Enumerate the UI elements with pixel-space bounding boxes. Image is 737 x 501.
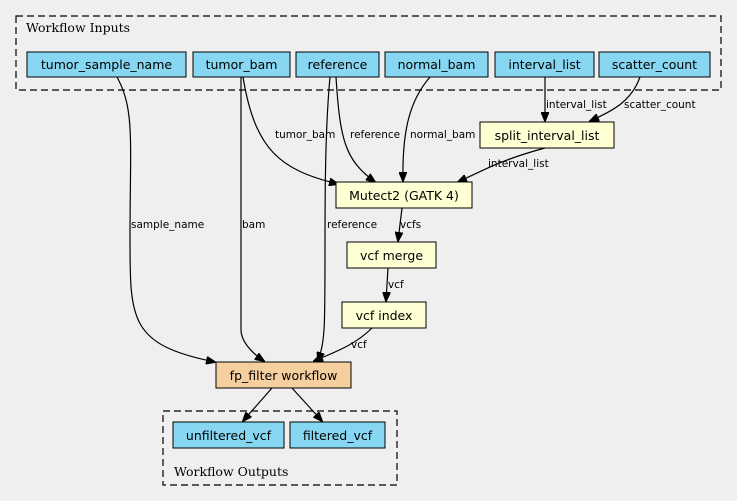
edge-label-vcfs: vcfs	[400, 219, 421, 231]
edge-labels: interval_list scatter_count tumor_bam re…	[131, 99, 696, 351]
node-scatter-count[interactable]: scatter_count	[598, 51, 711, 78]
workflow-outputs-label: Workflow Outputs	[174, 464, 288, 479]
workflow-inputs-cluster: Workflow Inputs	[15, 15, 722, 91]
node-vcf-merge-label: vcf merge	[360, 248, 423, 263]
edge-vcfindex-to-fpfilter	[314, 327, 373, 361]
edge-label-reference-mutect: reference	[350, 129, 400, 141]
edge-vcfmerge-to-vcfindex	[386, 267, 388, 301]
node-unfiltered-vcf-label: unfiltered_vcf	[186, 428, 272, 443]
edge-scatter-count-to-split	[590, 76, 641, 121]
node-vcf-merge[interactable]: vcf merge	[346, 241, 437, 269]
node-split-interval-list-box	[479, 121, 615, 149]
edge-fpfilter-to-filtered	[291, 387, 322, 421]
edge-label-vcf-merge-out: vcf	[388, 279, 404, 291]
edge-mutect2-to-vcfmerge	[398, 207, 402, 241]
edge-label-interval-list-in: interval_list	[546, 99, 607, 111]
node-scatter-count-label: scatter_count	[612, 57, 697, 72]
node-tumor-bam[interactable]: tumor_bam	[192, 51, 291, 78]
edge-label-normal-bam: normal_bam	[410, 129, 475, 141]
edge-sample-name-to-fpfilter	[116, 76, 215, 362]
node-interval-list-label: interval_list	[508, 57, 580, 72]
node-normal-bam[interactable]: normal_bam	[384, 51, 489, 78]
node-vcf-index[interactable]: vcf index	[341, 301, 427, 329]
node-filtered-vcf[interactable]: filtered_vcf	[289, 421, 386, 449]
node-scatter-count-box	[598, 51, 711, 78]
node-tumor-sample-name-box	[26, 51, 187, 78]
edge-reference-to-fpfilter	[318, 76, 331, 361]
node-interval-list[interactable]: interval_list	[494, 51, 595, 78]
node-normal-bam-label: normal_bam	[398, 57, 476, 72]
edge-label-tumor-bam: tumor_bam	[275, 129, 335, 141]
node-mutect2[interactable]: Mutect2 (GATK 4)	[335, 181, 473, 209]
node-unfiltered-vcf[interactable]: unfiltered_vcf	[172, 421, 285, 449]
edge-tumor-bam-to-mutect2	[242, 76, 338, 184]
edges	[116, 76, 641, 421]
node-interval-list-box	[494, 51, 595, 78]
node-split-interval-list[interactable]: split_interval_list	[479, 121, 615, 149]
node-fp-filter-workflow-box	[215, 361, 352, 389]
node-reference-label: reference	[308, 57, 368, 72]
workflow-outputs-cluster: Workflow Outputs	[162, 410, 398, 486]
node-vcf-index-label: vcf index	[356, 308, 413, 323]
node-reference[interactable]: reference	[295, 51, 380, 78]
node-fp-filter-workflow[interactable]: fp_filter workflow	[215, 361, 352, 389]
node-fp-filter-workflow-label: fp_filter workflow	[230, 368, 338, 383]
node-tumor-bam-label: tumor_bam	[206, 57, 278, 72]
node-vcf-merge-box	[346, 241, 437, 269]
node-vcf-index-box	[341, 301, 427, 329]
edge-label-bam: bam	[242, 219, 265, 231]
edge-split-to-mutect2	[458, 147, 546, 182]
node-reference-box	[295, 51, 380, 78]
edge-label-reference-fp: reference	[327, 219, 377, 231]
edge-label-scatter-count-in: scatter_count	[624, 99, 696, 111]
node-tumor-bam-box	[192, 51, 291, 78]
edge-label-sample-name: sample_name	[131, 219, 204, 231]
edge-fpfilter-to-unfiltered	[243, 387, 273, 421]
node-tumor-sample-name[interactable]: tumor_sample_name	[26, 51, 187, 78]
node-filtered-vcf-box	[289, 421, 386, 449]
node-split-interval-list-label: split_interval_list	[495, 128, 600, 143]
edge-label-interval-list-out: interval_list	[488, 158, 549, 170]
node-normal-bam-box	[384, 51, 489, 78]
node-tumor-sample-name-label: tumor_sample_name	[41, 57, 172, 72]
edge-bam-to-fpfilter	[240, 77, 264, 361]
node-filtered-vcf-label: filtered_vcf	[303, 428, 373, 443]
edge-reference-to-mutect2	[335, 76, 375, 182]
edge-label-vcf-index-out: vcf	[351, 339, 367, 351]
node-mutect2-label: Mutect2 (GATK 4)	[349, 188, 459, 203]
edge-normal-bam-to-mutect2	[403, 76, 431, 181]
workflow-inputs-label: Workflow Inputs	[26, 20, 130, 35]
node-mutect2-box	[335, 181, 473, 209]
node-unfiltered-vcf-box	[172, 421, 285, 449]
